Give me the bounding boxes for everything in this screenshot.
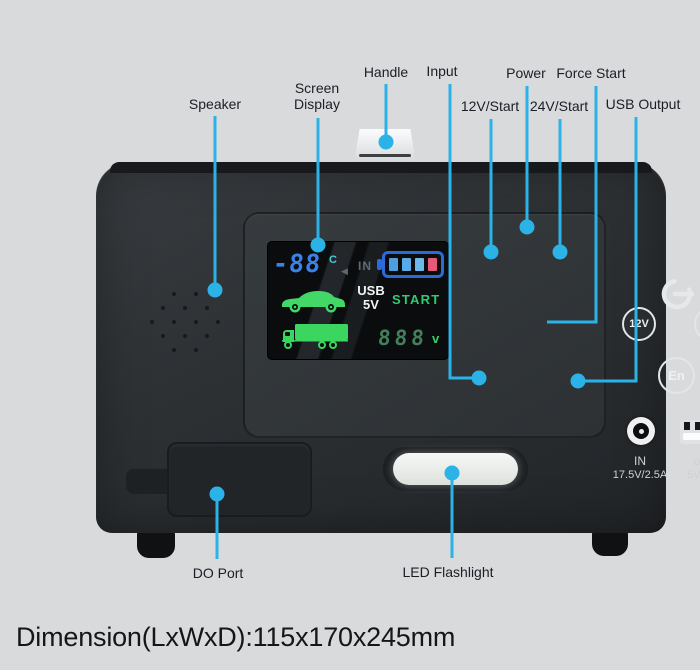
dc-input-pin (638, 428, 644, 434)
usb-5v-label: USB 5V (352, 283, 390, 313)
handle-slot (358, 154, 412, 157)
12v-button[interactable]: 12V (622, 307, 656, 341)
12v-button-label: 12V (629, 318, 649, 330)
handle (354, 129, 416, 163)
callout-label-do-port: DO Port (192, 565, 244, 581)
battery-icon-nub (377, 259, 382, 270)
usb-contact (684, 422, 690, 430)
charging-in-indicator: IN (358, 259, 372, 273)
voltage-readout: 888 (376, 326, 429, 350)
screen-display: -88 C ◀ IN USB 5V (268, 242, 448, 359)
callout-label-24v-start: 24V/Start (529, 98, 589, 114)
dc-input-port[interactable] (627, 417, 655, 445)
celsius-unit: C (329, 254, 337, 266)
battery-bar (389, 258, 398, 271)
do-port-tab (126, 468, 170, 494)
battery-icon (382, 251, 444, 278)
usb-label: USB (357, 283, 385, 298)
out-port-spec: 5V/3A (687, 469, 700, 481)
do-port-cover[interactable] (167, 442, 312, 517)
usb-tongue (683, 433, 700, 440)
callout-label-power: Power (506, 65, 546, 81)
device-foot-left (137, 529, 175, 558)
device-foot-right (592, 529, 628, 556)
temperature-readout: -88 (271, 249, 323, 278)
front-panel: -88 C ◀ IN USB 5V (243, 212, 700, 481)
battery-bar (402, 258, 411, 271)
usb-contact (695, 422, 700, 430)
power-button-icon[interactable] (657, 274, 697, 314)
in-port-label: IN (634, 454, 646, 468)
device-body: -88 C ◀ IN USB 5V (96, 162, 700, 533)
usb-voltage: 5V (363, 297, 379, 313)
start-indicator: START (392, 292, 441, 307)
callout-label-force-start: Force Start (556, 65, 626, 81)
led-flashlight-lens (393, 453, 518, 485)
callout-label-led-flashlight: LED Flashlight (402, 564, 494, 580)
truck-icon (282, 324, 348, 349)
callout-label-handle: Handle (363, 64, 409, 80)
triangle-indicator-icon: ◀ (341, 266, 348, 276)
speaker-grill (150, 292, 220, 352)
callout-label-input: Input (426, 63, 458, 79)
led-flashlight (383, 447, 528, 491)
en-button-label: En (668, 368, 685, 383)
voltage-unit: v (432, 331, 440, 346)
callout-label-screen-display: Screen Display (294, 80, 340, 113)
in-port-spec: 17.5V/2.5A (612, 469, 668, 481)
car-icon (282, 291, 345, 313)
callout-label-usb-output: USB Output (605, 96, 681, 112)
en-button[interactable]: En (658, 357, 695, 394)
callout-label-12v-start: 12V/Start (460, 98, 520, 114)
usb-output-port[interactable] (680, 420, 700, 444)
out-port-label: out (693, 454, 700, 468)
callout-label-speaker: Speaker (188, 96, 242, 112)
dimension-text: Dimension(LxWxD):115x170x245mm (16, 622, 456, 652)
battery-bar-low (428, 258, 437, 271)
battery-bar (415, 258, 424, 271)
